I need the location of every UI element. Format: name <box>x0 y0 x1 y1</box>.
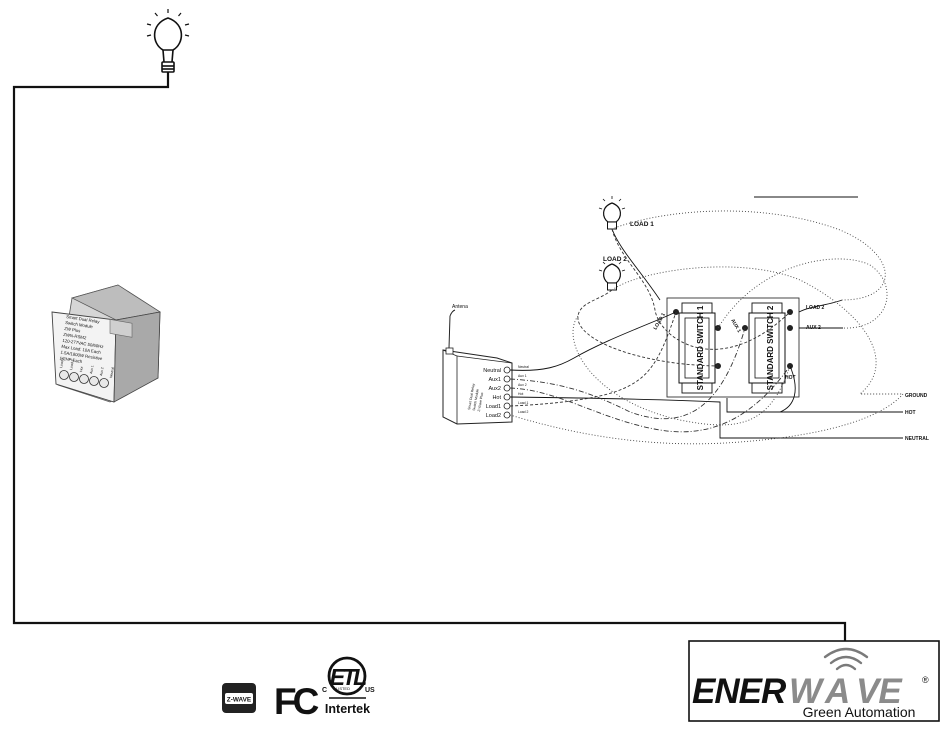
standard-switch-1: STANDARD SWITCH 1 LOAD 1 AUX 1 <box>653 302 742 394</box>
svg-text:Load 1: Load 1 <box>518 401 528 405</box>
svg-text:Load 1: Load 1 <box>59 357 65 368</box>
load2-label: LOAD 2 <box>603 256 627 263</box>
brand-name-ener: ENER <box>692 672 787 711</box>
load1-label: LOAD 1 <box>630 221 654 228</box>
svg-text:Aux2: Aux2 <box>488 386 501 392</box>
antenna-wire <box>448 315 451 349</box>
smart-relay-module: Antena Smart Dual Relay Switch Module Z-… <box>442 304 529 425</box>
svg-text:Aux1: Aux1 <box>488 377 501 383</box>
wifi-signal-icon <box>823 647 869 671</box>
svg-text:Load 2: Load 2 <box>518 410 528 414</box>
svg-text:Load2: Load2 <box>486 413 501 419</box>
svg-text:NEUTRAL: NEUTRAL <box>905 436 929 442</box>
svg-text:Hot: Hot <box>79 366 84 372</box>
svg-text:US: US <box>365 687 375 694</box>
relay-label-text: Smart Dual Relay Switch Module ZW Plus Z… <box>59 314 115 378</box>
svg-text:C: C <box>322 687 327 694</box>
switch2-label: STANDARD SWITCH 2 <box>766 305 775 390</box>
svg-text:HOT: HOT <box>905 410 916 416</box>
brand-name-w: W <box>789 672 825 711</box>
fcc-logo-icon: FC <box>274 681 323 722</box>
svg-text:Neutral: Neutral <box>518 365 529 369</box>
svg-text:Load1: Load1 <box>486 404 501 410</box>
svg-text:LISTED: LISTED <box>336 686 350 691</box>
main-circuit-wire <box>12 72 847 641</box>
relay-module-photo: Smart Dual Relay Switch Module ZW Plus Z… <box>51 284 161 403</box>
module-terminal-screws <box>503 366 511 419</box>
switch2-load2-terminal-label: LOAD 2 <box>806 305 825 311</box>
brand-tagline: Green Automation <box>803 704 916 720</box>
svg-text:FC: FC <box>274 681 319 722</box>
svg-text:Neutral: Neutral <box>109 366 115 378</box>
svg-text:Hot: Hot <box>518 392 523 396</box>
switch1-label: STANDARD SWITCH 1 <box>696 305 705 390</box>
svg-text:Aux 2: Aux 2 <box>99 367 104 376</box>
bulb-icon <box>146 9 190 73</box>
registered-mark: ® <box>922 675 929 685</box>
etl-intertek-logo-icon: ETL LISTED C US Intertek <box>322 656 375 716</box>
module-wire-labels: Neutral Aux 1 Aux 2 Hot Load 1 Load 2 <box>518 365 529 414</box>
load1-bulb-icon <box>598 196 626 230</box>
svg-text:Neutral: Neutral <box>483 368 501 374</box>
svg-text:Load 2: Load 2 <box>69 359 75 370</box>
svg-text:GROUND: GROUND <box>905 393 928 399</box>
module-terminal-labels: Neutral Aux1 Aux2 Hot Load1 Load2 <box>483 368 501 419</box>
diagram-line-labels: GROUND HOT NEUTRAL <box>905 393 929 442</box>
brand-name-ve: VE <box>856 672 903 711</box>
svg-text:Smart Dual Relay Switc: Smart Dual Relay Switch Module ZW Plus Z… <box>59 314 109 367</box>
brand-name-a: A <box>824 672 850 711</box>
svg-text:Z-WAVE: Z-WAVE <box>227 697 252 704</box>
svg-text:Intertek: Intertek <box>325 702 370 716</box>
standard-switch-2: STANDARD SWITCH 2 LOAD 2 AUX 2 HOT <box>742 302 825 394</box>
load2-bulb-icon <box>598 261 626 291</box>
enerwave-brand-box: ENER W A VE ® Green Automation <box>688 640 940 722</box>
svg-text:Aux 2: Aux 2 <box>518 383 527 387</box>
svg-text:ETL: ETL <box>330 664 366 690</box>
relay-terminal-row <box>59 370 109 388</box>
bulb-rays <box>146 9 190 37</box>
diagram-wires <box>509 210 904 445</box>
zwave-logo-icon: Z-WAVE <box>222 683 256 713</box>
svg-text:Hot: Hot <box>492 395 501 401</box>
switch2-hot-terminal-label: HOT <box>785 375 796 381</box>
wiring-diagram: LOAD 1 LOAD 2 STANDARD SWITCH 1 LOAD 1 A… <box>442 196 929 445</box>
svg-text:Smart Dual Relay Switc: Smart Dual Relay Switch Module Z-Wave Pl… <box>467 382 486 412</box>
svg-text:Aux 1: Aux 1 <box>89 365 94 374</box>
antenna-label: Antena <box>452 304 468 310</box>
svg-text:Aux 1: Aux 1 <box>518 374 527 378</box>
